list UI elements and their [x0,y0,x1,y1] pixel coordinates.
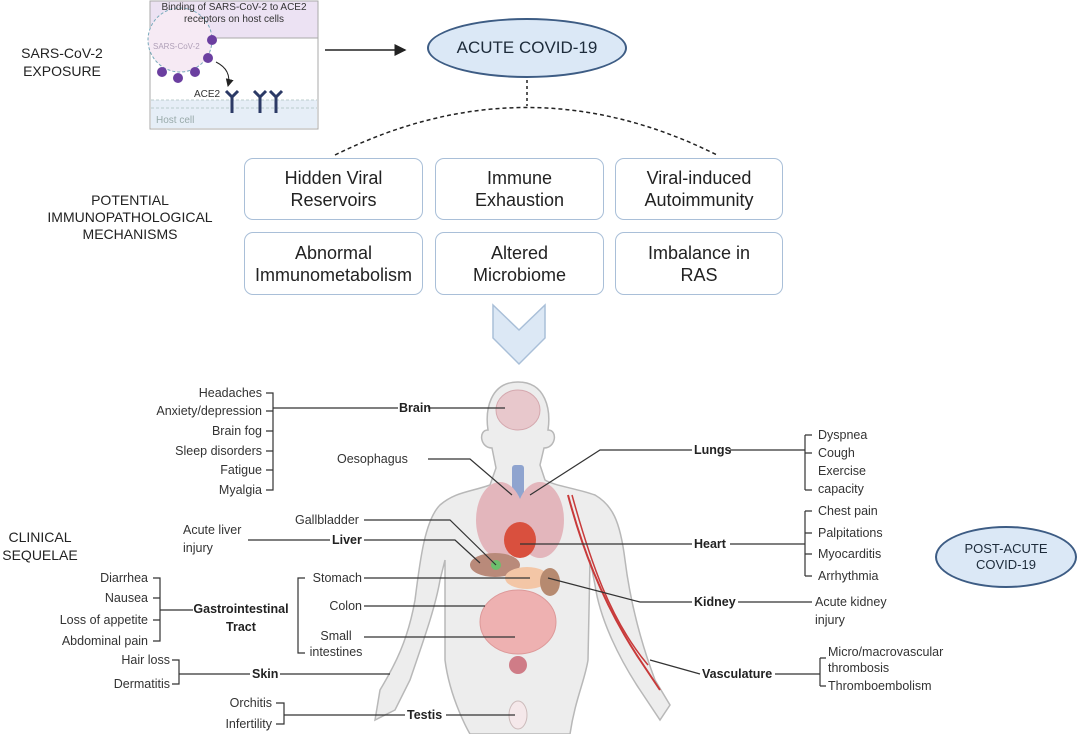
gi-part: Stomach [312,571,362,585]
organ-liver: Liver [332,533,362,547]
symptom: Thromboembolism [828,679,932,693]
inset-virus-label: SARS-CoV-2 [153,42,200,51]
symptom: Acute kidney injury [815,595,887,627]
organ-brain: Brain [399,401,431,415]
mechanism-immunometabolism: Abnormal Immunometabolism [244,232,423,295]
symptom: Exercise capacity [818,464,866,496]
chevron-down-icon [492,303,546,366]
symptom: Headaches [198,386,262,400]
human-body-illustration [374,381,671,734]
organ-skin: Skin [252,667,279,681]
ace2-binding-inset [147,0,319,130]
symptom: Orchitis [229,696,272,710]
symptom: Chest pain [818,504,878,518]
symptom: Brain fog [211,424,262,438]
symptom: Nausea [104,591,148,605]
organ-heart: Heart [694,537,726,551]
mechanism-immune-exhaustion: Immune Exhaustion [435,158,604,220]
organ-testis: Testis [407,708,443,722]
symptom: Loss of appetite [59,613,148,627]
symptom: Sleep disorders [175,444,262,458]
symptom: Anxiety/depression [156,404,262,418]
symptom: Cough [818,446,855,460]
gi-part: Small intestines [309,629,363,659]
mechanisms-label: POTENTIAL IMMUNOPATHOLOGICAL MECHANISMS [47,192,213,242]
symptom: Dyspnea [818,428,868,442]
symptom: Myocarditis [818,547,882,561]
symptom: Micro/macrovascular thrombosis [828,645,944,675]
connector-lines [153,392,826,725]
dashed-arc [334,106,718,156]
mechanism-hidden-viral-reservoirs: Hidden Viral Reservoirs [244,158,423,220]
mechanism-ras-imbalance: Imbalance in RAS [615,232,783,295]
inset-title: Binding of SARS-CoV-2 to ACE2 receptors … [161,2,307,25]
mechanism-altered-microbiome: Altered Microbiome [435,232,604,295]
symptom: Acute liver injury [183,523,242,555]
clinical-sequelae-label: CLINICAL SEQUELAE [2,529,78,563]
symptom: Abdominal pain [61,634,148,648]
exposure-label: SARS-CoV-2 EXPOSURE [21,45,103,79]
acute-covid-ellipse: ACUTE COVID-19 [427,18,627,78]
organ-gallbladder: Gallbladder [295,513,359,527]
organ-lungs: Lungs [694,443,732,457]
symptom: Myalgia [218,483,262,497]
symptom: Diarrhea [100,571,148,585]
organ-vasculature: Vasculature [702,667,773,681]
inset-receptor-label: ACE2 [194,89,221,100]
symptom: Fatigue [220,463,262,477]
symptom: Infertility [225,717,272,731]
organ-gi-tract: Gastrointestinal Tract [193,602,289,634]
mechanism-autoimmunity: Viral-induced Autoimmunity [615,158,783,220]
post-acute-covid-ellipse: POST-ACUTE COVID-19 [935,526,1077,588]
inset-cell-label: Host cell [156,115,195,126]
symptom: Arrhythmia [818,569,879,583]
symptom: Hair loss [121,653,170,667]
gi-part: Colon [329,599,362,613]
symptom: Dermatitis [113,677,170,691]
symptom: Palpitations [818,526,883,540]
organ-kidney: Kidney [694,595,736,609]
organ-oesophagus: Oesophagus [337,452,408,466]
